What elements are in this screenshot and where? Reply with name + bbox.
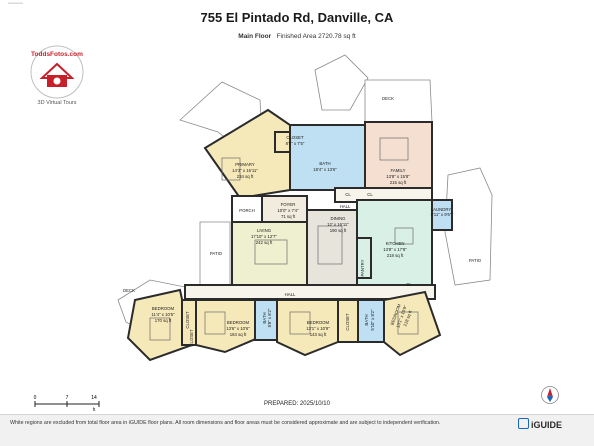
page-subtitle: Main Floor Finished Area 2720.78 sq ft bbox=[0, 33, 594, 40]
bedroom-2-label: BEDROOM bbox=[227, 320, 250, 325]
scale-tick-14: 14 bbox=[91, 395, 97, 401]
bath-3-label: BATH bbox=[364, 314, 369, 325]
top-watermark-text: xxxxxxxxxx bbox=[8, 1, 23, 5]
bedroom-2-area: 184 sq ft bbox=[230, 332, 247, 337]
bedroom-1-area: 170 sq ft bbox=[155, 318, 172, 323]
logo-tagline: 3D Virtual Tours bbox=[38, 100, 77, 106]
bedroom-2-room bbox=[195, 299, 260, 354]
primary-label: PRIMARY bbox=[235, 162, 255, 167]
patio-left-label: PATIO bbox=[210, 251, 223, 256]
dining-room bbox=[306, 209, 358, 286]
bedroom-1-label: BEDROOM bbox=[152, 306, 175, 311]
prepared-date: PREPARED: 2025/10/10 bbox=[264, 401, 330, 407]
deck-top-label: DECK bbox=[382, 96, 394, 101]
laundry-label: LAUNDRY bbox=[431, 207, 452, 212]
dining-table-furniture bbox=[317, 225, 343, 265]
primary-bed-furniture bbox=[221, 157, 241, 181]
dining-dims: 12' x 16'11" bbox=[327, 222, 349, 227]
family-dims: 13'8" x 15'8" bbox=[386, 174, 410, 179]
living-area: 242 sq ft bbox=[256, 240, 273, 245]
porch-label: PORCH bbox=[239, 208, 255, 213]
foyer-label: FOYER bbox=[281, 202, 296, 207]
family-area: 215 sq ft bbox=[390, 180, 407, 185]
bedroom-1-dims: 11'4" x 10'5" bbox=[151, 312, 175, 317]
bedroom-2-dims: 13'6" x 10'6" bbox=[226, 326, 250, 331]
bedroom-3-area: 143 sq ft bbox=[310, 332, 327, 337]
hall-top-label: HALL bbox=[340, 204, 351, 209]
family-table-furniture bbox=[379, 137, 409, 161]
primary-area: 234 sq ft bbox=[237, 174, 254, 179]
deck-top-outline bbox=[364, 79, 433, 123]
bedroom-2-bed-furniture bbox=[204, 311, 226, 335]
bedroom-3-bed-furniture bbox=[289, 311, 311, 335]
living-sofa-furniture bbox=[254, 239, 288, 265]
bedroom-1-bed-furniture bbox=[149, 317, 171, 341]
hall-bottom-label: HALL bbox=[285, 292, 296, 297]
dining-label: DINING bbox=[330, 216, 346, 221]
logo-brand: ToddsFotos.com bbox=[31, 51, 83, 58]
bedroom-4-room bbox=[383, 290, 442, 357]
bath-2-label: BATH bbox=[262, 312, 267, 323]
kitchen-area: 218 sq ft bbox=[387, 253, 404, 258]
closet-b1b-label: CLOSET bbox=[189, 329, 194, 347]
laundry-dims: 5'11" x 9'6" bbox=[431, 212, 452, 217]
disclaimer-text: White regions are excluded from total fl… bbox=[10, 420, 441, 426]
bedroom-1-room bbox=[126, 288, 194, 362]
bath-3-room bbox=[357, 299, 385, 343]
cl-b-label: CL bbox=[367, 192, 373, 197]
pantry-room bbox=[356, 237, 372, 279]
patio-right-label: PATIO bbox=[469, 258, 482, 263]
deck-top-center-outline bbox=[314, 54, 369, 111]
dining-area: 190 sq ft bbox=[330, 228, 347, 233]
scale-tick-0: 0 bbox=[34, 395, 37, 401]
pantry-label: PANTRY bbox=[360, 259, 365, 276]
finished-area: Finished Area 2720.78 sq ft bbox=[276, 33, 356, 40]
closet-top-dims: 8'9" x 7'5" bbox=[286, 141, 305, 146]
iguide-box-icon bbox=[518, 418, 529, 429]
living-label: LIVING bbox=[257, 228, 272, 233]
deck-left-label: DECK bbox=[123, 288, 135, 293]
bath-2-dims: 5'8" x 8'2" bbox=[267, 308, 272, 327]
foyer-dims: 10'0" x 7'4" bbox=[277, 208, 299, 213]
footer-bar bbox=[0, 414, 594, 446]
scale-tick-7: 7 bbox=[66, 395, 69, 401]
family-label: FAMILY bbox=[391, 168, 406, 173]
kitchen-label: KITCHEN bbox=[386, 241, 405, 246]
bedroom-3-dims: 13'1" x 10'9" bbox=[306, 326, 330, 331]
floor-label: Main Floor bbox=[238, 33, 272, 40]
cl-a-label: CL bbox=[345, 192, 351, 197]
closet-b1-label: CLOSET bbox=[185, 311, 190, 329]
bath-main-dims: 18'4" x 13'6" bbox=[313, 167, 337, 172]
scale-bar: 0 7 14 ft bbox=[34, 395, 100, 412]
primary-dims: 14'3" x 16'11" bbox=[232, 168, 258, 173]
closet-top-label: CLOSET bbox=[286, 135, 304, 140]
bath-3-dims: 5'10" x 8'2" bbox=[370, 309, 375, 331]
iguide-logo: iGUIDE bbox=[518, 418, 562, 430]
iguide-brand: iGUIDE bbox=[531, 420, 563, 430]
scale-unit: ft bbox=[93, 407, 96, 412]
bedroom-3-room bbox=[276, 299, 339, 357]
todds-fotos-logo: ToddsFotos.com 3D Virtual Tours bbox=[30, 45, 84, 106]
kitchen-dims: 13'8" x 17'8" bbox=[383, 247, 407, 252]
closet-b3-label: CLOSET bbox=[345, 313, 350, 331]
bath-main-label: BATH bbox=[319, 161, 330, 166]
bedroom-4-bed-furniture bbox=[397, 311, 419, 335]
bath-main-room bbox=[289, 124, 366, 191]
living-dims: 17'10" x 12'7" bbox=[251, 234, 277, 239]
kitchen-island-furniture bbox=[394, 227, 414, 245]
compass-icon bbox=[541, 386, 559, 404]
foyer-area: 71 sq ft bbox=[281, 214, 296, 219]
page-title: 755 El Pintado Rd, Danville, CA bbox=[200, 10, 394, 25]
cl-c-label: CL bbox=[406, 282, 412, 287]
patio-right-outline bbox=[444, 167, 493, 286]
bedroom-4-area: 218 sq ft bbox=[402, 309, 413, 327]
bedroom-3-label: BEDROOM bbox=[307, 320, 330, 325]
